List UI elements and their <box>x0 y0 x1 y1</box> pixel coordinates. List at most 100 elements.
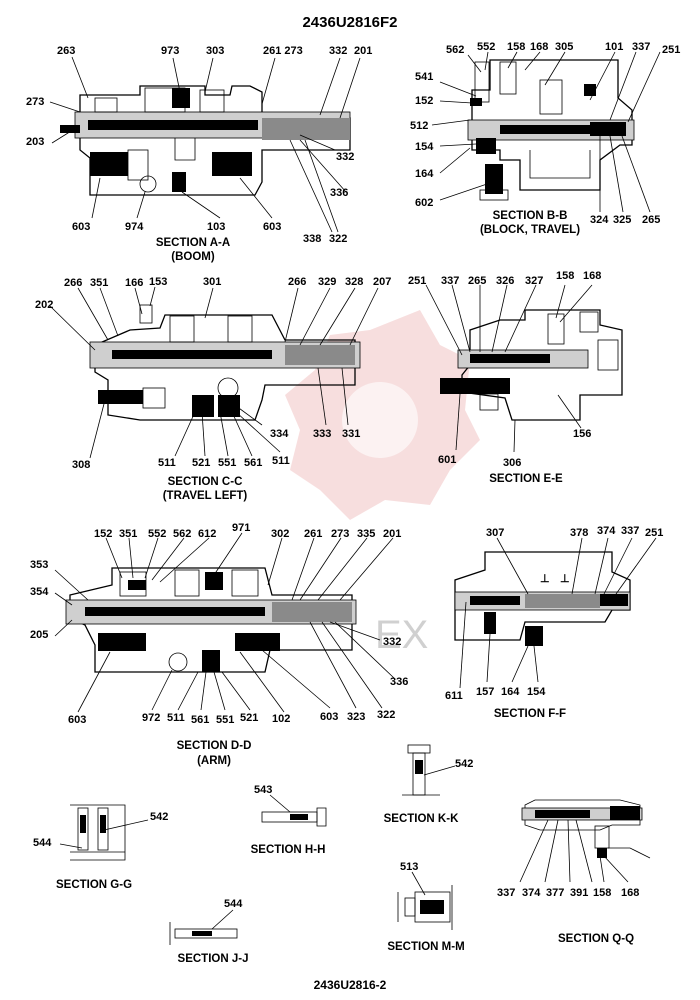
part-label: 308 <box>72 459 90 471</box>
part-label: 324 <box>590 214 609 226</box>
part-label: 612 <box>198 528 216 540</box>
part-label: 603 <box>263 221 281 233</box>
part-label: 158 <box>593 887 611 899</box>
watermark-text: EX <box>375 613 428 657</box>
section-subtitle: (ARM) <box>197 755 231 767</box>
part-label: 202 <box>35 299 53 311</box>
part-label: 338 <box>303 233 321 245</box>
part-label: 511 <box>272 455 290 467</box>
part-label: 544 <box>224 898 243 910</box>
section-d-d-leaders <box>54 532 395 713</box>
section-c-c: 266 351 166 153 301 266 329 328 207 202 … <box>35 276 391 502</box>
part-label: 158 <box>507 41 525 53</box>
part-label: 302 <box>271 528 289 540</box>
section-b-b-drawing <box>467 59 635 201</box>
part-label: 303 <box>206 45 224 57</box>
part-label: 603 <box>72 221 90 233</box>
section-title: SECTION A-A <box>156 237 230 249</box>
section-subtitle: (BOOM) <box>171 251 215 263</box>
section-q-q-drawing <box>521 799 651 859</box>
part-label: 322 <box>329 233 347 245</box>
part-label: 251 <box>645 527 663 539</box>
section-f-f-drawing: ⊥ ⊥ <box>454 551 631 646</box>
part-label: 543 <box>254 784 272 796</box>
part-label: 562 <box>446 44 464 56</box>
section-d-d-labels: 152 351 552 562 612 971 302 261 273 335 … <box>30 522 408 726</box>
part-label: 334 <box>270 428 289 440</box>
part-label: 152 <box>415 95 433 107</box>
part-label: 337 <box>441 275 459 287</box>
section-a-a: 263 973 303 261 273 332 201 273 203 332 … <box>26 45 372 263</box>
part-label: 307 <box>486 527 504 539</box>
part-label: 201 <box>383 528 401 540</box>
part-label: 168 <box>583 270 601 282</box>
part-label: 266 <box>288 276 306 288</box>
section-h-h-drawing <box>261 807 327 827</box>
section-c-c-drawing <box>89 304 361 421</box>
part-label: 521 <box>192 457 210 469</box>
part-label: 305 <box>555 41 573 53</box>
section-m-m-drawing <box>397 885 453 930</box>
part-label: 332 <box>336 151 354 163</box>
section-q-q: 337 374 377 391 158 168 SECTION Q-Q <box>497 799 651 945</box>
part-label: 353 <box>30 559 48 571</box>
section-g-g: 542 544 SECTION G-G <box>33 804 168 891</box>
part-label: 391 <box>570 887 588 899</box>
part-label: 971 <box>232 522 250 534</box>
part-label: 544 <box>33 837 52 849</box>
part-label: 306 <box>503 457 521 469</box>
part-label: 336 <box>390 676 408 688</box>
section-title: SECTION Q-Q <box>558 933 634 945</box>
part-label: 521 <box>240 712 258 724</box>
part-label: 378 <box>570 527 588 539</box>
part-label: 164 <box>501 686 520 698</box>
section-title: SECTION M-M <box>387 941 464 953</box>
part-label: 261 <box>304 528 322 540</box>
section-a-a-labels: 263 973 303 261 273 332 201 273 203 332 … <box>26 45 372 245</box>
section-m-m: 513 SECTION M-M <box>387 861 464 953</box>
section-subtitle: (BLOCK, TRAVEL) <box>480 224 580 236</box>
section-e-e-labels: 251 337 265 326 327 158 168 601 306 156 <box>408 270 601 469</box>
section-e-e-drawing <box>440 309 623 421</box>
section-b-b: 562 552 158 168 305 101 337 251 541 152 … <box>410 41 680 236</box>
part-label: 332 <box>329 45 347 57</box>
section-j-j: 544 SECTION J-J <box>169 898 248 965</box>
part-label: 562 <box>173 528 191 540</box>
part-label: 158 <box>556 270 574 282</box>
section-f-f: ⊥ ⊥ 307 378 374 337 251 611 157 164 154 … <box>445 525 663 720</box>
part-label: 325 <box>613 214 631 226</box>
part-label: 156 <box>573 428 591 440</box>
part-label: 973 <box>161 45 179 57</box>
section-title: SECTION G-G <box>56 879 132 891</box>
part-label: 251 <box>408 275 426 287</box>
section-d-d: 152 351 552 562 612 971 302 261 273 335 … <box>30 522 408 767</box>
part-label: 513 <box>400 861 418 873</box>
section-d-d-drawing <box>65 567 357 673</box>
part-label: 153 <box>149 276 167 288</box>
section-f-f-leaders <box>459 537 657 689</box>
section-b-b-labels: 562 552 158 168 305 101 337 251 541 152 … <box>410 41 680 226</box>
part-label: 263 <box>57 45 75 57</box>
part-label: 512 <box>410 120 428 132</box>
part-label: 377 <box>546 887 564 899</box>
section-k-k-drawing <box>402 744 440 796</box>
part-label: 168 <box>621 887 639 899</box>
section-e-e-leaders <box>425 284 593 453</box>
section-g-g-drawing <box>70 804 126 861</box>
part-label: 166 <box>125 277 143 289</box>
section-a-a-leaders <box>49 56 361 233</box>
part-label: 611 <box>445 690 463 702</box>
part-label: 561 <box>244 457 262 469</box>
section-title: SECTION B-B <box>493 210 568 222</box>
part-label: 329 <box>318 276 336 288</box>
part-label: 207 <box>373 276 391 288</box>
section-title: SECTION H-H <box>251 844 326 856</box>
part-label: 603 <box>320 711 338 723</box>
part-label: 101 <box>605 41 623 53</box>
part-label: 261 273 <box>263 45 303 57</box>
part-label: 164 <box>415 168 434 180</box>
part-label: 102 <box>272 713 290 725</box>
part-label: 601 <box>438 454 456 466</box>
section-j-j-drawing <box>169 922 238 945</box>
